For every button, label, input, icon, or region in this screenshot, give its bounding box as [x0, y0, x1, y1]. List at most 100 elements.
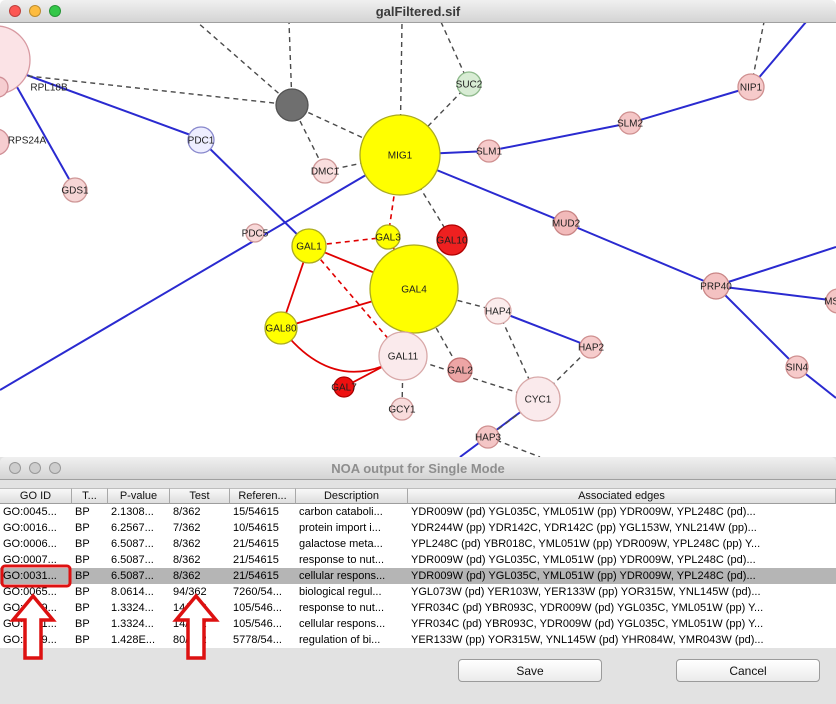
graph-node-nip1[interactable] [737, 73, 765, 101]
minimize-button[interactable] [29, 462, 41, 474]
table-cell: GO:0065... [3, 586, 57, 598]
graph-node-msn5[interactable] [825, 288, 836, 314]
graph-edge[interactable] [629, 86, 752, 124]
graph-node-hap3[interactable] [476, 425, 500, 449]
column-header[interactable]: Associated edges [408, 488, 836, 504]
cancel-button[interactable]: Cancel [676, 659, 820, 682]
graph-edge[interactable] [387, 154, 401, 238]
table-cell: BP [75, 506, 90, 518]
table-cell: YDR009W (pd) YGL035C, YML051W (pp) YDR00… [411, 554, 756, 566]
graph-node-slm2[interactable] [618, 111, 642, 135]
graph-edge[interactable] [200, 139, 310, 247]
column-header[interactable]: Test [170, 488, 230, 504]
graph-edge[interactable] [715, 285, 836, 302]
graph-node-rps24a[interactable] [0, 128, 10, 156]
graph-edge[interactable] [715, 246, 836, 287]
graph-edge[interactable] [413, 288, 461, 371]
table-cell: 6.5087... [111, 570, 154, 582]
graph-edge[interactable] [1, 65, 197, 138]
graph-node-cyc1[interactable] [515, 376, 561, 422]
graph-node-pdc5[interactable] [245, 223, 265, 243]
graph-node-node-topleft[interactable] [0, 25, 31, 95]
graph-node-mig1[interactable] [359, 114, 441, 196]
graph-node-slm1[interactable] [477, 139, 501, 163]
column-header[interactable]: P-value [108, 488, 170, 504]
graph-node-label: GAL10 [436, 236, 468, 247]
graph-node-gal80[interactable] [264, 311, 298, 345]
table-cell: 14/362 [173, 618, 207, 630]
graph-node-prp40[interactable] [702, 272, 730, 300]
table-cell: cellular respons... [299, 618, 386, 630]
table-cell: GO:0031... [3, 570, 57, 582]
zoom-button[interactable] [49, 462, 61, 474]
minimize-button[interactable] [29, 5, 41, 17]
graph-node-mud2[interactable] [553, 210, 579, 236]
graph-node-gal2[interactable] [447, 357, 473, 383]
graph-node-gal7[interactable] [333, 376, 355, 398]
graph-edge[interactable] [0, 154, 401, 391]
table-cell: regulation of bi... [299, 634, 381, 646]
column-header[interactable]: T... [72, 488, 108, 504]
graph-node-gal4[interactable] [369, 244, 459, 334]
graph-node-hap4[interactable] [484, 297, 512, 325]
table-cell: YER133W (pp) YOR315W, YNL145W (pd) YHR08… [411, 634, 764, 646]
column-header[interactable]: Description [296, 488, 408, 504]
graph-node-label: HAP3 [475, 433, 502, 444]
graph-edge[interactable] [497, 310, 539, 400]
table-cell: GO:0045... [3, 506, 57, 518]
network-canvas[interactable]: RPL18BRPS24AGDS1PDC1DMC1MIG1SUC2SLM1SLM2… [0, 22, 836, 457]
table-cell: galactose meta... [299, 538, 383, 550]
column-header[interactable]: GO ID [0, 488, 72, 504]
graph-edge[interactable] [488, 122, 631, 152]
save-button[interactable]: Save [458, 659, 602, 682]
window-title: NOA output for Single Mode [331, 460, 505, 476]
graph-edge[interactable] [196, 22, 293, 106]
table-cell: 15/54615 [233, 506, 279, 518]
table-cell: 80/362 [173, 634, 207, 646]
graph-node-label: NIP1 [740, 83, 763, 94]
column-header[interactable]: Referen... [230, 488, 296, 504]
close-button[interactable] [9, 462, 21, 474]
graph-node-dmc1[interactable] [312, 158, 338, 184]
graph-node-gal10[interactable] [436, 224, 468, 256]
zoom-button[interactable] [49, 5, 61, 17]
graph-node-label: GAL80 [265, 324, 297, 335]
graph-edge[interactable] [715, 285, 798, 368]
graph-node-rpl18b[interactable] [0, 76, 9, 98]
graph-node-pdc1[interactable] [187, 126, 215, 154]
graph-node-gcy1[interactable] [390, 397, 414, 421]
graph-node-gal3[interactable] [375, 224, 401, 250]
graph-node-gal1[interactable] [291, 228, 327, 264]
close-button[interactable] [9, 5, 21, 17]
table-cell: 21/54615 [233, 538, 279, 550]
graph-edge[interactable] [750, 22, 807, 88]
graph-node-suc2[interactable] [456, 71, 482, 97]
titlebar-graph[interactable]: galFiltered.sif [0, 0, 836, 23]
graph-edge[interactable] [497, 310, 592, 348]
graph-edge[interactable] [399, 154, 453, 241]
graph-node-gds1[interactable] [62, 177, 88, 203]
window-title: galFiltered.sif [375, 3, 461, 19]
titlebar-noa[interactable]: NOA output for Single Mode [0, 457, 836, 480]
table-cell: GO:0016... [3, 522, 57, 534]
table-cell: carbon cataboli... [299, 506, 383, 518]
graph-node-gal11[interactable] [378, 331, 428, 381]
table-cell: 5778/54... [233, 634, 282, 646]
graph-edge[interactable] [413, 288, 499, 312]
graph-node-sin4[interactable] [785, 355, 809, 379]
graph-node-hap2[interactable] [579, 335, 603, 359]
graph-node-node-gray[interactable] [275, 88, 309, 122]
table-cell: GO:0006... [3, 538, 57, 550]
graph-edge[interactable] [565, 222, 717, 287]
